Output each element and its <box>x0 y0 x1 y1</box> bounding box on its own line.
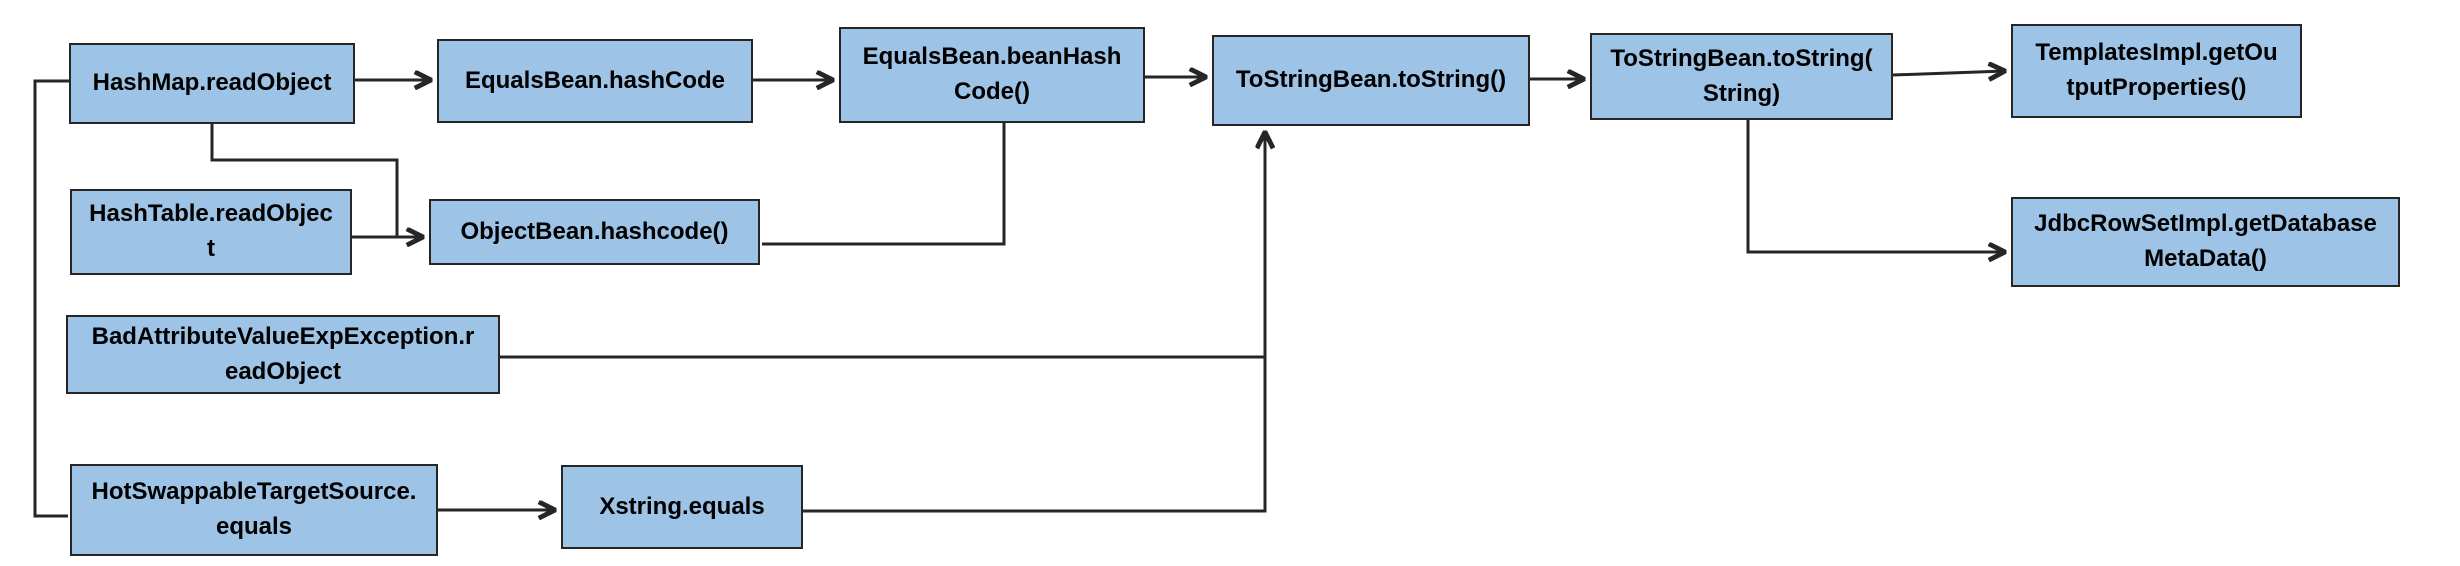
node-label-line: ToStringBean.toString( <box>1610 44 1873 72</box>
node-label-line: String) <box>1702 79 1781 107</box>
node-tostringbean-tostring: ToStringBean.toString() <box>1212 35 1530 126</box>
node-hashtable-readobject: HashTable.readObjec t <box>70 189 352 275</box>
node-label-line: tputProperties() <box>2066 74 2247 101</box>
node-hashmap-readobject: HashMap.readObject <box>69 43 355 124</box>
node-label-line: ObjectBean.hashcode() <box>460 217 729 245</box>
node-label-line: BadAttributeValueExpException.r <box>91 322 475 350</box>
node-label-line: eadObject <box>224 357 342 385</box>
edge-xstring-to-tostring <box>803 132 1265 513</box>
node-label-line: HotSwappableTargetSource. <box>91 478 417 506</box>
node-label-line: Code() <box>954 78 1030 105</box>
node-label-line: t <box>207 235 215 262</box>
node-label-line: EqualsBean.hashCode <box>464 66 726 94</box>
node-equalsbean-beanhashcode: EqualsBean.beanHash Code() <box>839 27 1145 123</box>
edge-hashmap-to-hotswappabletargetsource-rail <box>33 79 69 518</box>
node-label-line: EqualsBean.beanHash <box>862 43 1122 71</box>
node-label-line: equals <box>215 513 293 540</box>
node-templatesimpl-getoutputproperties: TemplatesImpl.getOu tputProperties() <box>2011 24 2302 118</box>
node-label-line: TemplatesImpl.getOu <box>2035 39 2278 67</box>
node-badattributevalueexpexception-readobject: BadAttributeValueExpException.r eadObjec… <box>66 315 500 394</box>
edge-tostring-string-to-templatesimpl <box>1892 71 2005 75</box>
node-jdbcrowsetimpl-getdatabasemetadata: JdbcRowSetImpl.getDatabase MetaData() <box>2011 197 2400 287</box>
node-equalsbean-hashcode: EqualsBean.hashCode <box>437 39 753 123</box>
node-tostringbean-tostring-string: ToStringBean.toString( String) <box>1590 33 1893 120</box>
node-label-line: HashTable.readObjec <box>89 200 333 228</box>
node-label-line: JdbcRowSetImpl.getDatabase <box>2034 210 2377 238</box>
edge-tostring-string-to-jdbcrowsetimpl <box>1746 120 2005 252</box>
node-label-line: ToStringBean.toString() <box>1235 66 1507 94</box>
node-label-line: Xstring.equals <box>599 492 765 520</box>
node-label-line: MetaData() <box>2144 245 2267 272</box>
node-hotswappabletargetsource-equals: HotSwappableTargetSource. equals <box>70 464 438 556</box>
node-objectbean-hashcode: ObjectBean.hashcode() <box>429 199 760 265</box>
node-label-line: HashMap.readObject <box>92 69 332 97</box>
edge-objectbean-to-beanhashcode <box>762 123 1006 246</box>
node-xstring-equals: Xstring.equals <box>561 465 803 549</box>
